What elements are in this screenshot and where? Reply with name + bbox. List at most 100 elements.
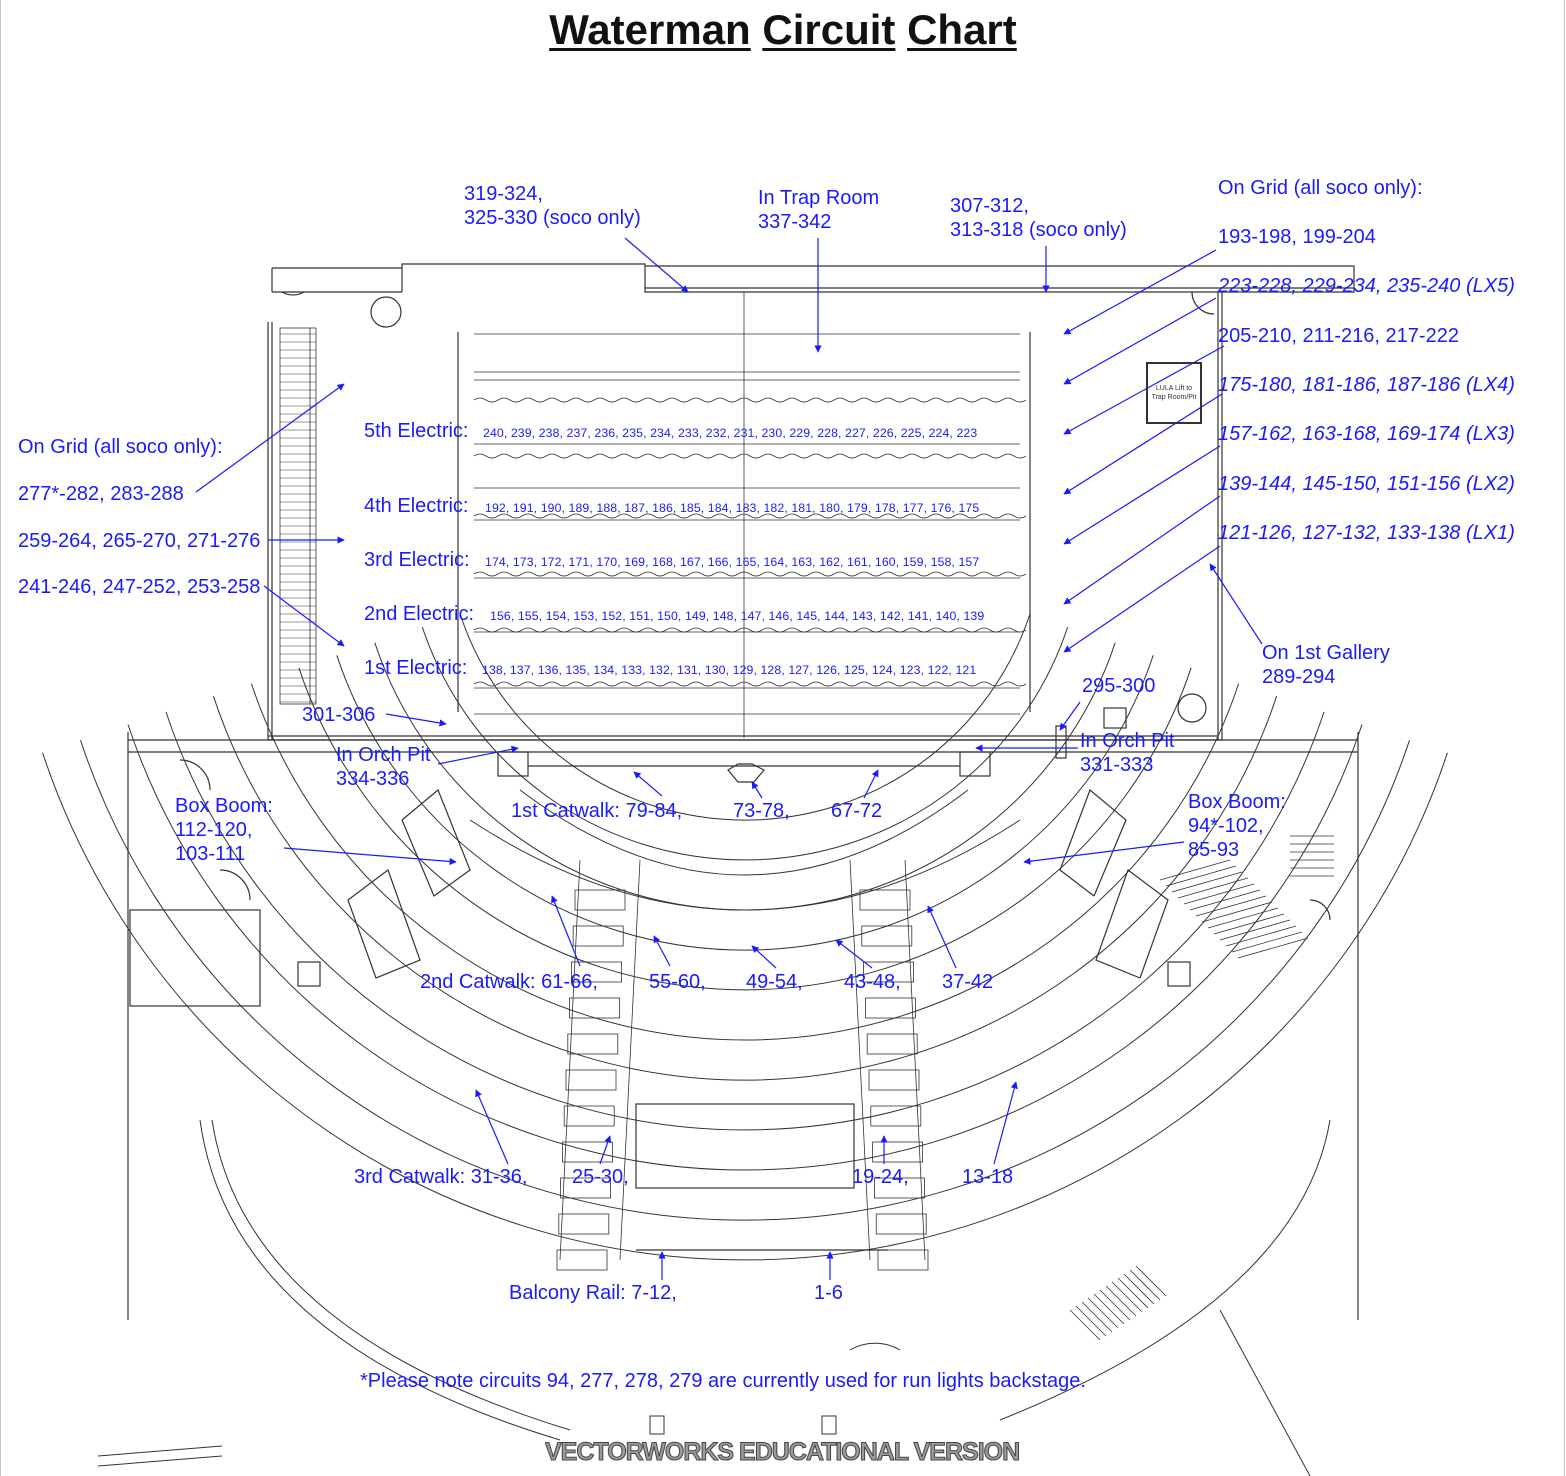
electric-1-circuits: 138, 137, 136, 135, 134, 133, 132, 131, …: [482, 663, 977, 677]
border-drape: [473, 513, 1027, 519]
ladder-rung: [567, 1033, 619, 1055]
stairs: [1069, 835, 1334, 1341]
stair-tread: [1237, 937, 1309, 959]
stage-deck: [457, 292, 1031, 738]
arrow-grid-right-5: [1063, 445, 1221, 545]
stair-tread: [1129, 1269, 1161, 1301]
catwalk1-label-c: 67-72: [831, 800, 883, 822]
seating-arc: [212, 696, 1278, 1081]
box-boom-left-line-3: 103-111: [175, 843, 246, 865]
stair-tread: [1171, 871, 1243, 893]
electric-4-circuits: 192, 191, 190, 189, 188, 187, 186, 185, …: [485, 501, 980, 515]
deck-left-label: 301-306: [302, 704, 376, 726]
border-drape: [473, 627, 1027, 633]
ladder-rung: [560, 1177, 611, 1199]
ladder-rung: [861, 925, 913, 947]
stair-tread: [1183, 883, 1255, 905]
battens: [473, 333, 1027, 715]
watermark-text: VECTORWORKS EDUCATIONAL VERSION: [545, 1438, 1020, 1467]
ladder-rung: [574, 889, 626, 911]
ladder-rung: [565, 1069, 617, 1091]
arrow-gallery: [1209, 563, 1263, 645]
arrow-boom-right: [1023, 841, 1185, 865]
box-boom-left-label: Box Boom: 112-120, 103-111: [175, 794, 273, 866]
stair-tread: [1069, 1309, 1101, 1341]
page-edge-right: [1564, 0, 1565, 1476]
stair-tread: [1219, 919, 1291, 941]
arrow-grid-left-1: [195, 383, 345, 493]
catwalk2-label-a: 2nd Catwalk: 61-66,: [420, 971, 598, 993]
gallery-label: On 1st Gallery 289-294: [1262, 641, 1390, 689]
right-grid-line-4: 175-180, 181-186, 187-186 (LX4): [1218, 374, 1515, 396]
aisles: [556, 859, 929, 1271]
arrow-deck-left: [385, 713, 447, 727]
arrow-cw1-b: [751, 781, 763, 799]
trap-room-line-1: In Trap Room: [758, 187, 880, 209]
ladder-rung: [868, 1069, 920, 1091]
stair-tread: [1225, 925, 1297, 947]
ladder-rung: [872, 1141, 923, 1163]
box-boom-towers: [129, 759, 1331, 1007]
arrow-cw3-b: [599, 1135, 612, 1165]
upstage-left-label: 319-324, 325-330 (soco only): [464, 182, 641, 230]
aisle-line: [849, 859, 871, 1261]
ladder-rung: [556, 1249, 608, 1271]
gallery-line-2: 289-294: [1262, 666, 1336, 688]
trap-room-line-2: 337-342: [758, 211, 832, 233]
arrow-grid-left-3: [263, 585, 345, 647]
stair-tread: [1213, 913, 1285, 935]
stair-tread: [1159, 859, 1231, 881]
seating-arc: [165, 711, 1325, 1131]
trap-room-label: In Trap Room 337-342: [758, 186, 879, 234]
page-title: Waterman Circuit Chart: [0, 6, 1566, 54]
footnote: *Please note circuits 94, 277, 278, 279 …: [360, 1370, 1086, 1392]
electric-5-name: 5th Electric:: [364, 420, 469, 442]
arrow-upstage-left: [624, 237, 689, 293]
stair-tread: [1111, 1281, 1143, 1313]
catwalk2-label-b: 55-60,: [649, 971, 706, 993]
fly-rail-ticks: [280, 333, 316, 703]
seating-arc: [336, 655, 1154, 951]
border-drape: [473, 571, 1027, 577]
ladder-rung: [877, 1249, 929, 1271]
gallery-line-1: On 1st Gallery: [1262, 642, 1390, 664]
catwalk3-label-a: 3rd Catwalk: 31-36,: [354, 1166, 528, 1188]
arrow-grid-right-2: [1063, 297, 1217, 385]
seating-arc: [127, 724, 1363, 1171]
electric-5-circuits: 240, 239, 238, 237, 236, 235, 234, 233, …: [483, 426, 978, 440]
electric-2-name: 2nd Electric:: [364, 603, 475, 625]
right-grid-line-3: 205-210, 211-216, 217-222: [1218, 325, 1459, 347]
seating-arc: [250, 683, 1240, 1041]
balcony-label-a: Balcony Rail: 7-12,: [509, 1282, 677, 1304]
arrow-cw2-c: [751, 945, 777, 969]
arrow-grid-right-1: [1063, 249, 1217, 335]
arrow-cw3-a: [475, 1089, 509, 1165]
arrow-grid-right-4: [1063, 393, 1223, 495]
stair-tread: [1165, 865, 1237, 887]
left-grid-line-1: 277*-282, 283-288: [18, 483, 184, 505]
ladder-rung: [863, 961, 914, 983]
ladder-rung: [571, 961, 622, 983]
stair-tread: [1117, 1277, 1149, 1309]
stair-tread: [1201, 901, 1273, 923]
orchestra-arc: [519, 789, 969, 876]
stair-tread: [1081, 1301, 1113, 1333]
title-word-1: Waterman: [549, 6, 751, 53]
stair-tread: [1231, 931, 1303, 953]
arrow-boom-left: [283, 847, 457, 866]
stair-tread: [1195, 895, 1267, 917]
electric-2-circuits: 156, 155, 154, 153, 152, 151, 150, 149, …: [490, 609, 985, 623]
ladder-rung: [562, 1141, 613, 1163]
arrow-cw2-e: [927, 905, 957, 969]
seating-arc: [421, 626, 1069, 861]
aisle-line: [619, 859, 641, 1261]
border-drape: [473, 681, 1027, 687]
right-grid-heading: On Grid (all soco only):: [1218, 177, 1423, 199]
orch-pit-right-line-1: In Orch Pit: [1080, 730, 1175, 752]
catwalk1-label-a: 1st Catwalk: 79-84,: [511, 800, 683, 822]
page-edge-left: [0, 0, 1, 1476]
catwalk3-label-d: 13-18: [962, 1166, 1014, 1188]
fly-rail: [279, 327, 317, 705]
ladder-rung: [558, 1213, 610, 1235]
